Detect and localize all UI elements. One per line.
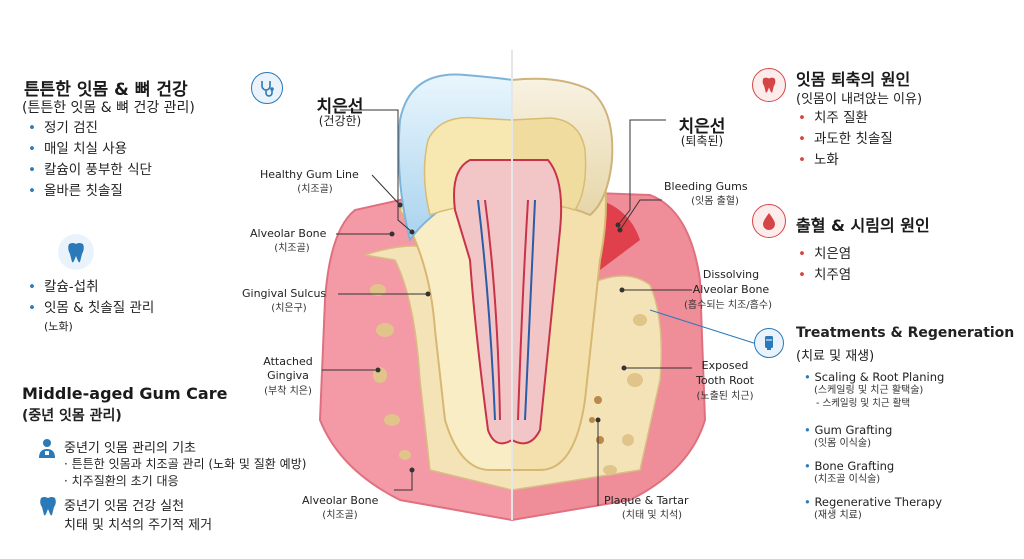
sad-tooth-icon <box>752 68 786 102</box>
dissolving-bone-label-2: Alveolar Bone <box>692 283 770 296</box>
healthy-gumline-title: 치은선 <box>316 97 364 117</box>
basics-line-2: · 치주질환의 초기 대응 <box>64 474 179 488</box>
treatment-gum-grafting: • Gum Grafting (잇몸 이식술) <box>804 423 893 449</box>
treatment-regenerative-sub: (재생 치료) <box>814 510 862 521</box>
attached-gingiva-label-1: Attached <box>263 355 313 368</box>
gingival-sulcus-sub: (치은구) <box>271 303 307 314</box>
recession-subtitle: (잇몸이 내려앉는 이유) <box>796 92 923 107</box>
receded-gumline-title: 치은선 <box>678 117 726 137</box>
tooth-brush-icon <box>58 234 94 270</box>
bleeding-gums-sub: (잇몸 출혈) <box>691 196 739 207</box>
plaque-tartar-label: Plaque & Tartar <box>604 494 689 507</box>
alveolar-bone-sub: (치조골) <box>274 243 310 254</box>
leader-lines-right <box>597 119 692 506</box>
alveolar-bone-bottom-label: Alveolar Bone <box>302 494 379 507</box>
treatment-bone-grafting-sub: (치조골 이식술) <box>814 474 881 485</box>
left-subheading: (튼튼한 잇몸 & 뼈 건강 관리) <box>22 100 195 116</box>
practice-line-2: 치태 및 치석의 주기적 제거 <box>64 518 213 533</box>
list-item: 칼슘이 풍부한 식단 <box>28 160 152 181</box>
dissolving-bone-sub: (흡수되는 치조/흡수) <box>684 300 772 311</box>
list-item: 매일 치실 사용 <box>28 139 152 160</box>
practice-line-1: 중년기 잇몸 건강 실천 <box>64 499 185 514</box>
attached-gingiva-sub: (부착 치은) <box>264 386 312 397</box>
treatment-gum-grafting-sub: (잇몸 이식술) <box>814 438 871 449</box>
basics-title: 중년기 잇몸 관리의 기초 <box>64 441 196 456</box>
healthy-gum-checklist: 정기 검진 매일 치실 사용 칼슘이 풍부한 식단 올바른 칫솔질 <box>28 118 152 202</box>
bleeding-title: 출혈 & 시림의 원인 <box>796 216 930 235</box>
healthy-gumline-sub: (건강한) <box>318 114 362 128</box>
treatment-regenerative: • Regenerative Therapy (재생 치료) <box>804 495 943 521</box>
recession-causes-list: 치주 질환 과도한 칫솔질 노화 <box>798 108 893 171</box>
exposed-root-label-2: Tooth Root <box>695 374 754 387</box>
list-item: 치주염 <box>798 265 851 286</box>
treatment-regenerative-label: Regenerative Therapy <box>814 495 943 509</box>
dissolving-bone-label-1: Dissolving <box>702 268 760 281</box>
list-item: 노화 <box>798 150 893 171</box>
treatments-subtitle: (치료 및 재생) <box>796 349 875 364</box>
calcium-note: (노화) <box>44 320 73 333</box>
treatments-title: Treatments & Regeneration <box>796 325 1015 341</box>
list-item: 치주 질환 <box>798 108 893 129</box>
treatment-scaling-sub2: - 스케일링 및 치근 활택 <box>816 398 911 409</box>
gingival-sulcus-label: Gingival Sulcus <box>242 287 327 300</box>
exposed-root-label-1: Exposed <box>701 359 749 372</box>
doctor-icon <box>36 437 58 459</box>
basics-line-1: · 튼튼한 잇몸과 치조골 관리 (노화 및 질환 예방) <box>64 457 307 471</box>
list-item: 과도한 칫솔질 <box>798 129 893 150</box>
attached-gingiva-label-2: Gingiva <box>267 369 309 382</box>
calcium-list: 칼슘-섭취 잇몸 & 칫솔질 관리 <box>28 277 154 319</box>
tooth-icon <box>38 495 58 517</box>
list-item: 정기 검진 <box>28 118 152 139</box>
treatment-scaling: • Scaling & Root Planing (스케일링 및 치근 활택술)… <box>804 370 945 409</box>
left-heading: 튼튼한 잇몸 & 뼈 건강 <box>24 80 188 100</box>
list-item: 칼슘-섭취 <box>28 277 154 298</box>
list-item: 치은염 <box>798 244 851 265</box>
middle-age-subtitle: (중년 잇몸 관리) <box>22 408 122 424</box>
treatment-scaling-label: Scaling & Root Planing <box>814 370 945 384</box>
healthy-half <box>318 73 512 522</box>
treatment-gum-grafting-label: Gum Grafting <box>814 423 893 437</box>
alveolar-bone-bottom-sub: (치조골) <box>322 510 358 521</box>
blood-drop-icon <box>752 204 786 238</box>
list-item: 잇몸 & 칫솔질 관리 <box>28 298 154 319</box>
list-item: 올바른 칫솔질 <box>28 181 152 202</box>
receded-gumline-sub: (퇴축된) <box>680 134 724 148</box>
recession-title: 잇몸 퇴축의 원인 <box>796 70 911 89</box>
stethoscope-icon <box>251 72 283 104</box>
alveolar-bone-label: Alveolar Bone <box>250 227 327 240</box>
bleeding-causes-list: 치은염 치주염 <box>798 244 851 286</box>
middle-age-title: Middle-aged Gum Care <box>22 384 228 403</box>
leader-lines-left <box>322 109 428 491</box>
treatment-scaling-sub: (스케일링 및 치근 활택술) <box>814 385 924 396</box>
plaque-tartar-sub: (치태 및 치석) <box>621 510 683 521</box>
treatment-bone-grafting-label: Bone Grafting <box>814 459 895 473</box>
treatment-bone-grafting: • Bone Grafting (치조골 이식술) <box>804 459 895 485</box>
healthy-gum-line-label: Healthy Gum Line <box>260 168 359 181</box>
diseased-half <box>512 77 707 522</box>
bleeding-gums-label: Bleeding Gums <box>664 180 748 193</box>
healthy-gum-line-sub: (치조골) <box>297 184 333 195</box>
exposed-root-sub: (노출된 치근) <box>696 391 754 402</box>
toothpaste-icon <box>754 328 784 358</box>
